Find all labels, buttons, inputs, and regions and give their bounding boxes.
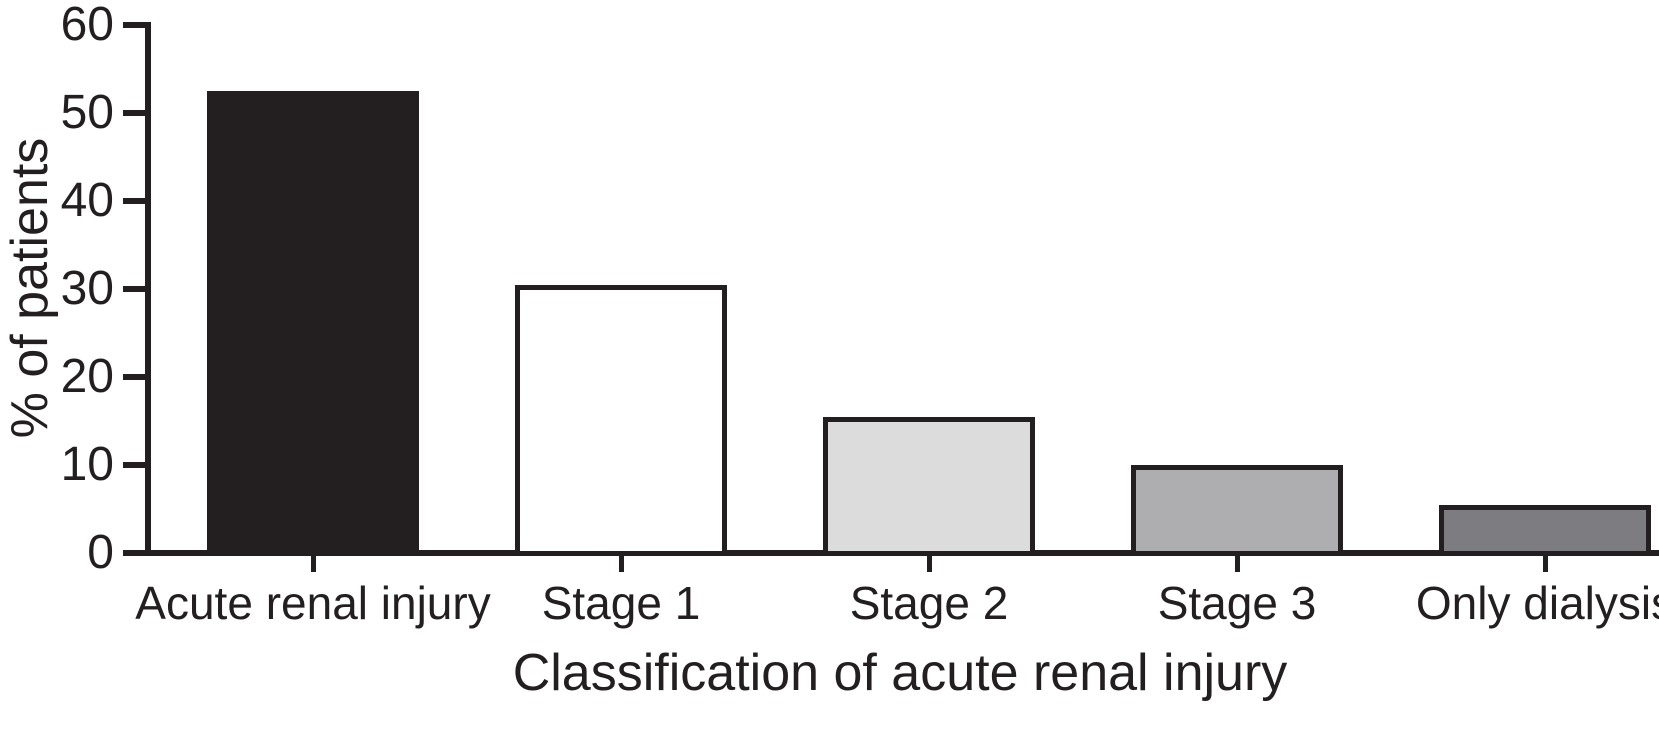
x-tick-only-dialysis: [1542, 556, 1548, 572]
x-tick-stage-3: [1234, 556, 1240, 572]
y-axis-line: [145, 22, 151, 556]
y-tick-label-0: 0: [87, 526, 114, 579]
x-category-label-stage-1: Stage 1: [541, 577, 701, 629]
y-tick-60: [123, 22, 148, 28]
x-tick-stage-2: [926, 556, 932, 572]
y-tick-label-60: 60: [60, 0, 114, 51]
y-tick-50: [123, 110, 148, 116]
y-tick-30: [123, 286, 148, 292]
y-tick-label-40: 40: [60, 174, 114, 227]
x-category-label-only-dialysis: Only dialysis: [1415, 577, 1659, 629]
y-tick-label-20: 20: [60, 350, 114, 403]
x-category-label-stage-2: Stage 2: [849, 577, 1009, 629]
y-tick-20: [123, 374, 148, 380]
x-category-label-stage-3: Stage 3: [1157, 577, 1317, 629]
x-tick-acute-renal-injury: [310, 556, 316, 572]
bar-stage-1: [515, 284, 727, 556]
bar-acute-renal-injury: [207, 91, 419, 556]
x-axis-title: Classification of acute renal injury: [512, 644, 1288, 702]
bar-stage-3: [1131, 465, 1343, 556]
y-tick-label-50: 50: [60, 86, 114, 139]
bar-only-dialysis: [1439, 504, 1651, 556]
x-tick-stage-1: [618, 556, 624, 572]
y-tick-label-10: 10: [60, 438, 114, 491]
y-tick-label-30: 30: [60, 262, 114, 315]
bar-stage-2: [823, 416, 1035, 556]
y-tick-0: [123, 550, 148, 556]
x-category-label-acute-renal-injury: Acute renal injury: [135, 577, 491, 629]
y-tick-10: [123, 462, 148, 468]
y-tick-40: [123, 198, 148, 204]
